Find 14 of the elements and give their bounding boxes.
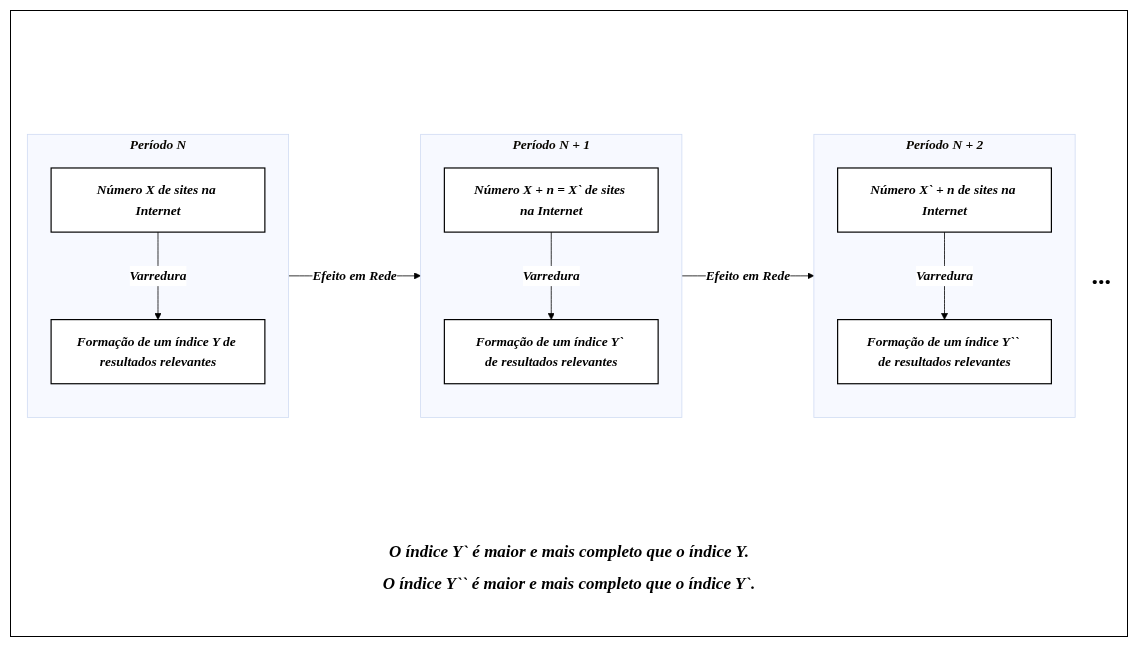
edge-label: Varredura	[522, 268, 580, 284]
node-box: Número X de sites na Internet	[50, 167, 266, 233]
node-box: Formação de um índice Y`` de resultados relevantes	[837, 319, 1052, 385]
note-text: O índice Y` é maior e mais completo que o índice Y.	[389, 542, 749, 562]
note-text: O índice Y`` é maior e mais completo que o índice Y`.	[382, 574, 756, 594]
edge-label: Varredura	[916, 268, 973, 284]
node-box: Número X + n = X` de sites na Internet	[443, 167, 659, 233]
edge-label: Varredura	[129, 268, 187, 284]
node-box: Número X` + n de sites na Internet	[837, 167, 1052, 233]
node-box: Formação de um índice Y` de resultados relevantes	[443, 319, 659, 385]
edge-label: Efeito em Rede	[705, 268, 791, 284]
continuation-ellipsis: ...	[1091, 261, 1111, 291]
edge-label: Efeito em Rede	[312, 268, 397, 284]
node-box: Formação de um índice Y de resultados relevantes	[50, 319, 266, 385]
